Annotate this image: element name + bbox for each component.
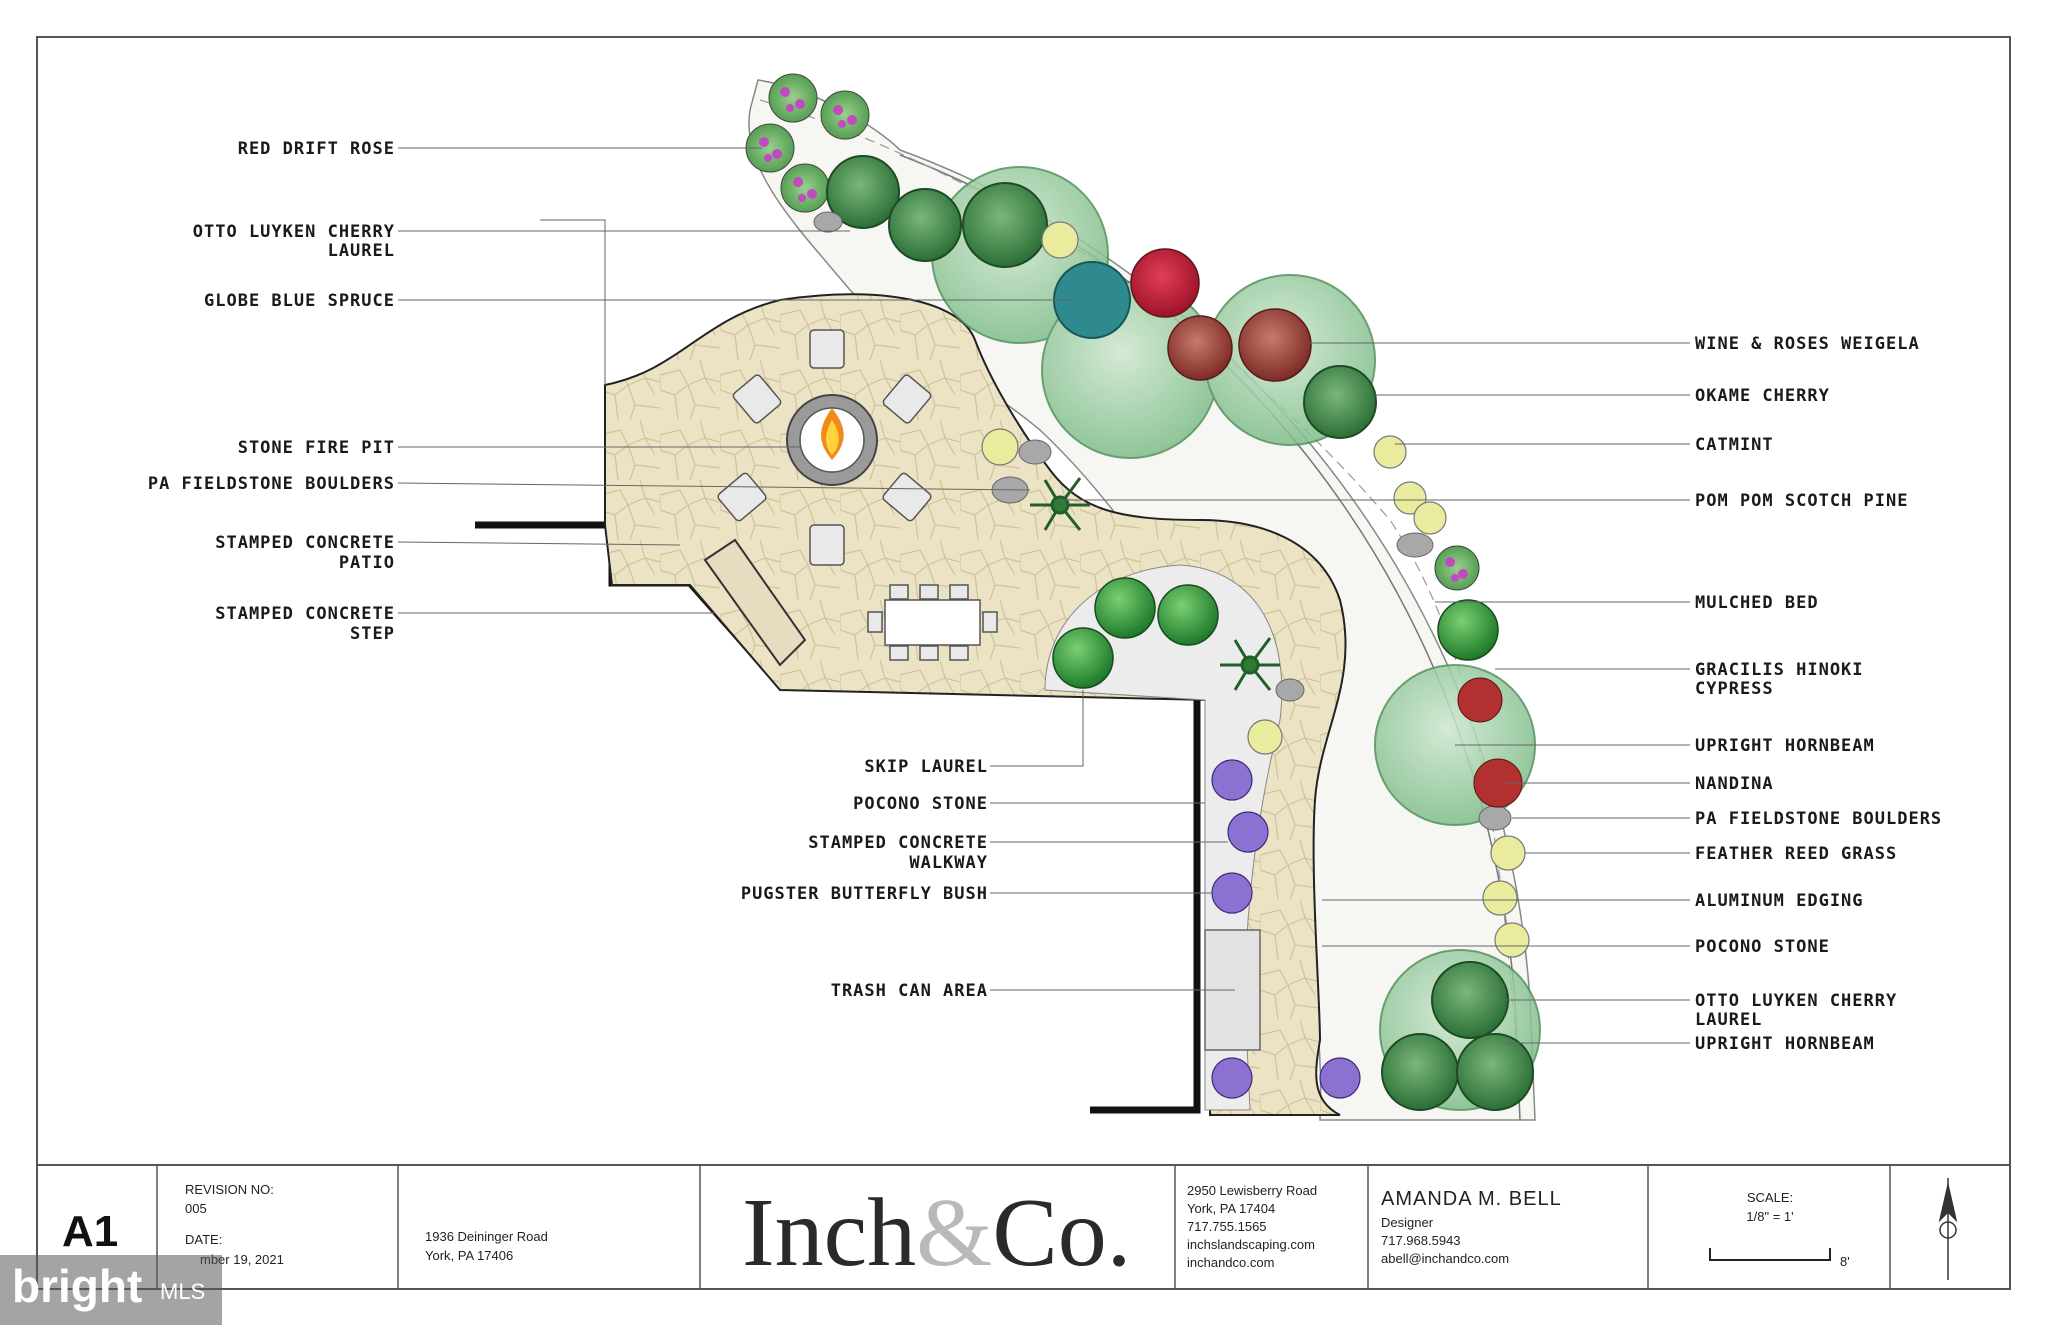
label-stamped-concrete-step-1: STAMPED CONCRETE xyxy=(215,604,395,624)
label-pugster-butterfly-bush: PUGSTER BUTTERFLY BUSH xyxy=(741,884,988,904)
watermark-suffix: MLS xyxy=(160,1279,206,1304)
pom-pom-scotch-pine xyxy=(1030,477,1280,691)
company-web-2: inchandco.com xyxy=(1187,1255,1274,1270)
label-stamped-concrete-walkway-1: STAMPED CONCRETE xyxy=(808,833,988,853)
label-otto-luyken-2: LAUREL xyxy=(328,241,395,261)
label-nandina: NANDINA xyxy=(1695,774,1774,794)
stamped-concrete-step xyxy=(703,538,807,667)
label-stamped-concrete-step-2: STEP xyxy=(350,624,395,644)
label-feather-reed-grass: FEATHER REED GRASS xyxy=(1695,844,1897,864)
label-aluminum-edging: ALUMINUM EDGING xyxy=(1695,891,1864,911)
otto-luyken-cherry-laurel-group xyxy=(826,155,1534,1111)
skip-laurel-group xyxy=(1052,577,1499,689)
mls-watermark: bright MLS xyxy=(0,1255,222,1325)
sheet-id: A1 xyxy=(62,1207,118,1256)
label-gracilis-hinoki-2: CYPRESS xyxy=(1695,679,1774,699)
nandina-group xyxy=(1457,677,1523,808)
label-stone-fire-pit: STONE FIRE PIT xyxy=(238,438,395,458)
center-leaders xyxy=(990,690,1235,991)
label-stamped-concrete-patio-1: STAMPED CONCRETE xyxy=(215,533,395,553)
svg-text:Inch&Co.: Inch&Co. xyxy=(742,1179,1131,1287)
scale-bar-label: 8' xyxy=(1840,1254,1850,1269)
scale-label: SCALE: xyxy=(1747,1190,1793,1205)
scale-value: 1/8" = 1' xyxy=(1746,1209,1793,1224)
date-label: DATE: xyxy=(185,1232,222,1247)
designer-email: abell@inchandco.com xyxy=(1381,1251,1509,1266)
center-labels: SKIP LAUREL POCONO STONE STAMPED CONCRET… xyxy=(741,757,988,1001)
company-address-1: 2950 Lewisberry Road xyxy=(1187,1183,1317,1198)
dining-table xyxy=(867,584,998,661)
label-pa-fieldstone-boulders-right: PA FIELDSTONE BOULDERS xyxy=(1695,809,1942,829)
left-leaders xyxy=(397,147,1072,614)
label-upright-hornbeam-1: UPRIGHT HORNBEAM xyxy=(1695,736,1875,756)
label-globe-blue-spruce: GLOBE BLUE SPRUCE xyxy=(204,291,395,311)
designer-phone: 717.968.5943 xyxy=(1381,1233,1461,1248)
revision-value: 005 xyxy=(185,1201,207,1216)
stone-fire-pit xyxy=(786,394,878,486)
label-skip-laurel: SKIP LAUREL xyxy=(864,757,988,777)
company-address-2: York, PA 17404 xyxy=(1187,1201,1275,1216)
label-otto-luyken-right-2: LAUREL xyxy=(1695,1010,1762,1030)
label-stamped-concrete-walkway-2: WALKWAY xyxy=(909,853,988,873)
label-mulched-bed: MULCHED BED xyxy=(1695,593,1819,613)
right-labels: WINE & ROSES WEIGELA OKAME CHERRY CATMIN… xyxy=(1695,334,1942,1054)
label-catmint: CATMINT xyxy=(1695,435,1774,455)
designer-title: Designer xyxy=(1381,1215,1434,1230)
label-pocono-stone-center: POCONO STONE xyxy=(853,794,988,814)
right-leaders xyxy=(1060,342,1690,1044)
label-gracilis-hinoki-1: GRACILIS HINOKI xyxy=(1695,660,1864,680)
sheet-border xyxy=(36,36,2011,1290)
company-logo: Inch&Co. xyxy=(742,1179,1131,1287)
label-pom-pom-scotch-pine: POM POM SCOTCH PINE xyxy=(1695,491,1908,511)
left-labels: RED DRIFT ROSE OTTO LUYKEN CHERRY LAUREL… xyxy=(148,139,395,644)
logo-ampersand: & xyxy=(916,1179,992,1287)
label-pocono-stone-right: POCONO STONE xyxy=(1695,937,1830,957)
label-stamped-concrete-patio-2: PATIO xyxy=(339,553,395,573)
designer-name: AMANDA M. BELL xyxy=(1381,1188,1562,1210)
watermark-brand: bright xyxy=(12,1260,143,1312)
weigela-group xyxy=(1130,248,1312,382)
company-web-1: inchslandscaping.com xyxy=(1187,1237,1315,1252)
scale-bar xyxy=(1709,1248,1831,1261)
label-otto-luyken-right-1: OTTO LUYKEN CHERRY xyxy=(1695,991,1897,1011)
red-drift-rose-group xyxy=(745,73,1480,591)
label-trash-can-area: TRASH CAN AREA xyxy=(831,981,988,1001)
logo-text-inch: Inch xyxy=(742,1179,916,1287)
company-phone: 717.755.1565 xyxy=(1187,1219,1267,1234)
stamped-concrete-patio xyxy=(604,293,1347,1116)
butterfly-bush-group xyxy=(1211,759,1361,1099)
site-address-line-1: 1936 Deininger Road xyxy=(425,1229,548,1244)
label-upright-hornbeam-2: UPRIGHT HORNBEAM xyxy=(1695,1034,1875,1054)
label-wine-roses-weigela: WINE & ROSES WEIGELA xyxy=(1695,334,1920,354)
bed-dashed-arc xyxy=(759,99,1521,1101)
label-okame-cherry: OKAME CHERRY xyxy=(1695,386,1830,406)
logo-text-co: Co. xyxy=(992,1179,1131,1287)
patio-chairs xyxy=(717,329,932,566)
label-pa-fieldstone-boulders-left: PA FIELDSTONE BOULDERS xyxy=(148,474,395,494)
label-red-drift-rose: RED DRIFT ROSE xyxy=(238,139,395,159)
site-address-line-2: York, PA 17406 xyxy=(425,1248,513,1263)
north-arrow-icon xyxy=(1938,1178,1958,1280)
label-otto-luyken-1: OTTO LUYKEN CHERRY xyxy=(193,222,395,242)
revision-label: REVISION NO: xyxy=(185,1182,274,1197)
